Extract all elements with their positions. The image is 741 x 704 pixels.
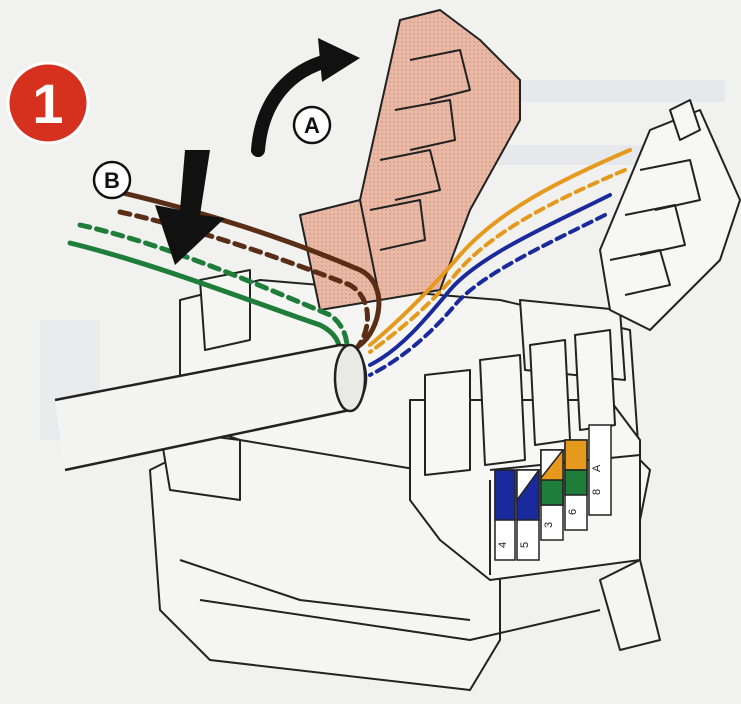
arrow-b-down-icon	[155, 150, 225, 265]
step-number: 1	[32, 72, 63, 135]
pin-label-4: 4	[497, 542, 509, 548]
callout-b-label: B	[104, 168, 120, 193]
wire-pairs	[67, 148, 632, 377]
pin-label-6: 6	[567, 509, 579, 515]
wire-green	[67, 240, 343, 363]
arrow-a-curved-icon	[251, 38, 360, 157]
cap-b-opened	[599, 99, 741, 331]
wire-green-white	[77, 222, 350, 358]
wire-brown	[107, 187, 382, 348]
wire-orange-white	[368, 168, 627, 354]
wire-orange	[368, 148, 632, 347]
pin-color-strip	[494, 424, 612, 561]
callout-a: A	[292, 105, 332, 145]
step-badge: 1	[6, 61, 90, 145]
ethernet-cable	[54, 343, 368, 472]
callout-b: B	[92, 160, 132, 200]
pin-label-3: 3	[543, 522, 555, 528]
pin-numbers: 4 5 3 6 8 A	[497, 464, 603, 548]
pin-label-A: A	[591, 464, 603, 472]
wire-blue	[368, 193, 612, 367]
wire-blue-white	[368, 213, 607, 377]
pin-label-5: 5	[519, 542, 531, 548]
cap-a-opened	[299, 9, 521, 311]
pin-label-8: 8	[591, 489, 603, 495]
callout-a-label: A	[304, 113, 320, 138]
